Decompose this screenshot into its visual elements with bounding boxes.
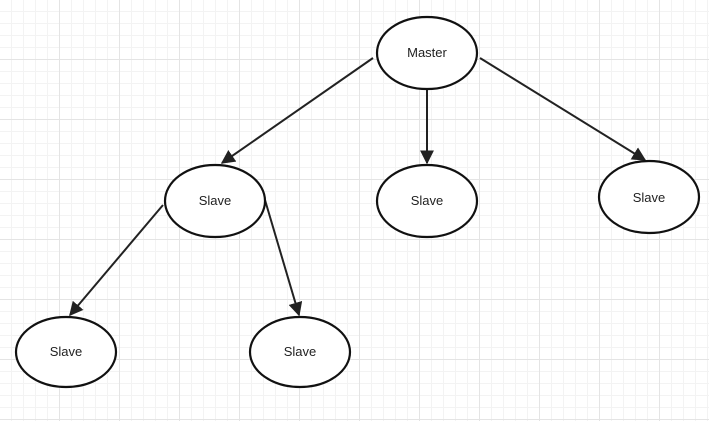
node-slave-5-shape [248, 315, 352, 389]
node-master-label: Master [407, 45, 447, 60]
node-slave-2[interactable]: Slave [375, 163, 479, 239]
node-slave-2-shape [375, 163, 479, 239]
node-slave-1[interactable]: Slave [163, 163, 267, 239]
node-master[interactable]: Master [375, 15, 479, 91]
edge-master-to-slave-3 [479, 57, 647, 161]
node-master-shape [375, 15, 479, 91]
node-slave-2-label: Slave [411, 193, 444, 208]
node-slave-5-label: Slave [284, 344, 317, 359]
node-slave-3-shape [597, 159, 701, 235]
node-slave-4-shape [14, 315, 118, 389]
node-slave-3[interactable]: Slave [597, 159, 701, 235]
node-slave-1-shape [163, 163, 267, 239]
node-slave-4[interactable]: Slave [14, 315, 118, 389]
node-slave-1-label: Slave [199, 193, 232, 208]
edge-slave-1-to-slave-5 [264, 199, 303, 317]
node-slave-4-label: Slave [50, 344, 83, 359]
node-slave-5[interactable]: Slave [248, 315, 352, 389]
edge-slave-1-to-slave-4 [69, 204, 164, 317]
node-slave-3-label: Slave [633, 190, 666, 205]
edge-master-to-slave-1 [220, 57, 374, 164]
edges [69, 57, 647, 317]
